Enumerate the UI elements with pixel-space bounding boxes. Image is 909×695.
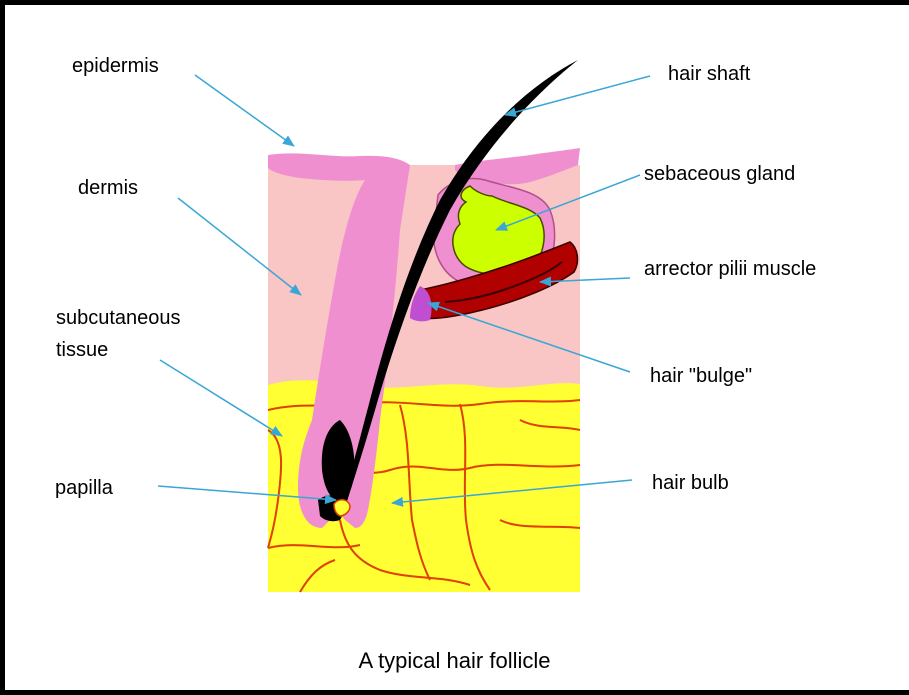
label-papilla: papilla <box>55 476 113 500</box>
label-dermis: dermis <box>78 176 138 200</box>
label-tissue: tissue <box>56 338 108 362</box>
epidermis-arrow <box>195 75 294 146</box>
label-sebaceous-gland: sebaceous gland <box>644 162 795 186</box>
label-subcutaneous: subcutaneous <box>56 306 181 330</box>
subcutaneous-arrow <box>160 360 282 436</box>
label-hair-bulge: hair "bulge" <box>650 364 752 388</box>
label-hair-bulb: hair bulb <box>652 471 729 495</box>
label-epidermis: epidermis <box>72 54 159 78</box>
figure-caption: A typical hair follicle <box>0 648 909 674</box>
label-hair-shaft: hair shaft <box>668 62 750 86</box>
label-arrector-pilii-muscle: arrector pilii muscle <box>644 257 816 281</box>
